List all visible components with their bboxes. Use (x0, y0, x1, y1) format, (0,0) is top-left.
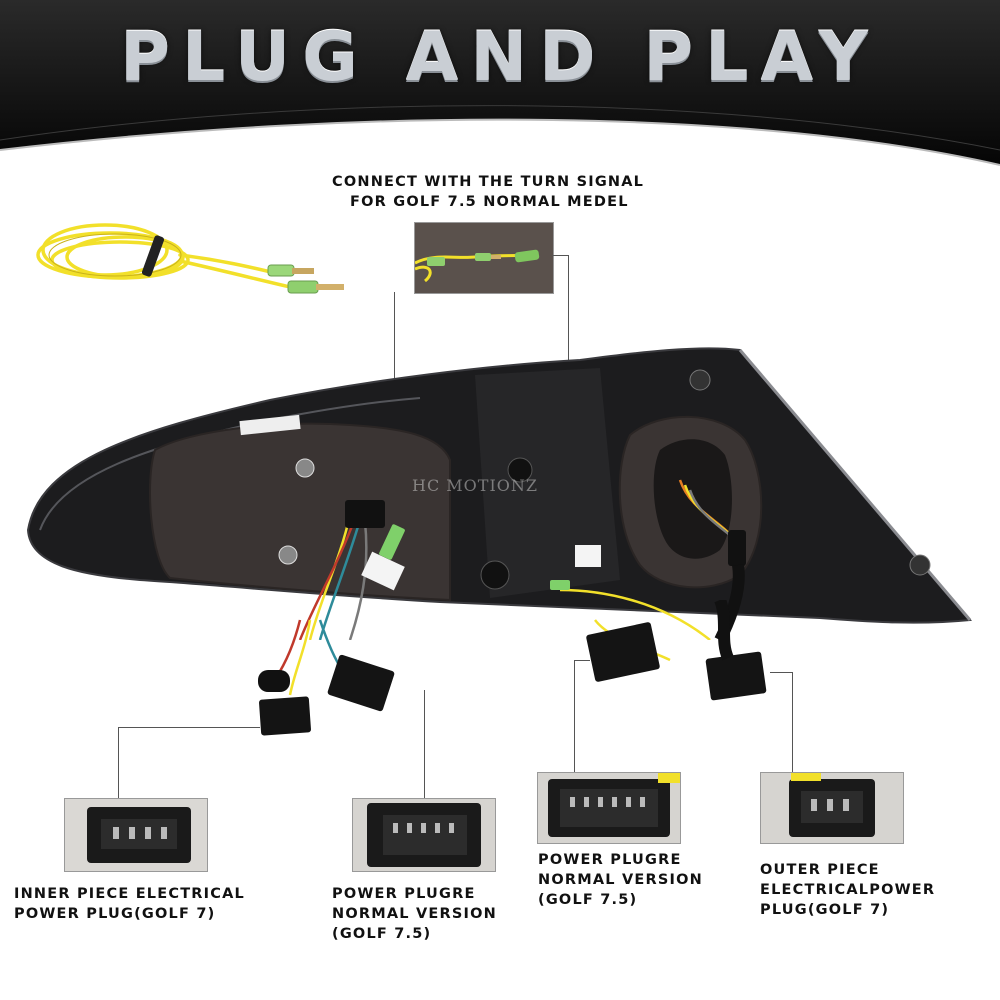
header-banner: PLUG AND PLAY (0, 0, 1000, 170)
power-plug-label-1: POWER PLUGRE NORMAL VERSION (GOLF 7.5) (332, 884, 497, 944)
outer-plug-label: OUTER PIECE ELECTRICALPOWER PLUG(GOLF 7) (760, 860, 935, 920)
outer-plug-label-line-3: PLUG(GOLF 7) (760, 902, 890, 918)
leader-line (770, 672, 792, 673)
leader-line (424, 690, 425, 798)
leader-line (568, 255, 569, 365)
turn-signal-wire-image (36, 223, 344, 294)
power-plug-label-2: POWER PLUGRE NORMAL VERSION (GOLF 7.5) (538, 850, 703, 910)
page-title: PLUG AND PLAY (120, 18, 880, 97)
leader-line (394, 292, 395, 388)
tail-light-assembly-image (26, 347, 972, 640)
harness-connectors-image (258, 600, 767, 736)
outer-plug-label-line-1: OUTER PIECE (760, 862, 880, 878)
inner-plug-photo (64, 798, 208, 872)
leader-line (552, 255, 568, 256)
inner-plug-label-line-1: INNER PIECE ELECTRICAL (14, 886, 245, 902)
power-plug-label-1-line-1: POWER PLUGRE (332, 886, 476, 902)
turn-signal-label-line-1: CONNECT WITH THE TURN SIGNAL (332, 174, 645, 190)
leader-line (574, 660, 590, 661)
power-plug-label-2-line-1: POWER PLUGRE (538, 852, 682, 868)
inner-plug-label: INNER PIECE ELECTRICAL POWER PLUG(GOLF 7… (14, 884, 245, 924)
power-plug-normal-photo-1 (352, 798, 496, 872)
outer-plug-photo (760, 772, 904, 844)
leader-line (118, 727, 119, 799)
leader-line (118, 727, 260, 728)
leader-line (574, 660, 575, 772)
outer-plug-label-line-2: ELECTRICALPOWER (760, 882, 936, 898)
power-plug-label-2-line-3: (GOLF 7.5) (538, 892, 638, 908)
power-plug-label-1-line-3: (GOLF 7.5) (332, 926, 432, 942)
inner-plug-label-line-2: POWER PLUG(GOLF 7) (14, 906, 216, 922)
power-plug-normal-photo-2 (537, 772, 681, 844)
turn-signal-label-line-2: FOR GOLF 7.5 NORMAL MEDEL (350, 194, 629, 210)
leader-line (792, 672, 793, 772)
power-plug-label-2-line-2: NORMAL VERSION (538, 872, 703, 888)
turn-signal-connector-photo (414, 222, 554, 294)
turn-signal-label: CONNECT WITH THE TURN SIGNAL FOR GOLF 7.… (332, 172, 644, 212)
power-plug-label-1-line-2: NORMAL VERSION (332, 906, 497, 922)
watermark: HC MOTIONZ (412, 476, 539, 495)
